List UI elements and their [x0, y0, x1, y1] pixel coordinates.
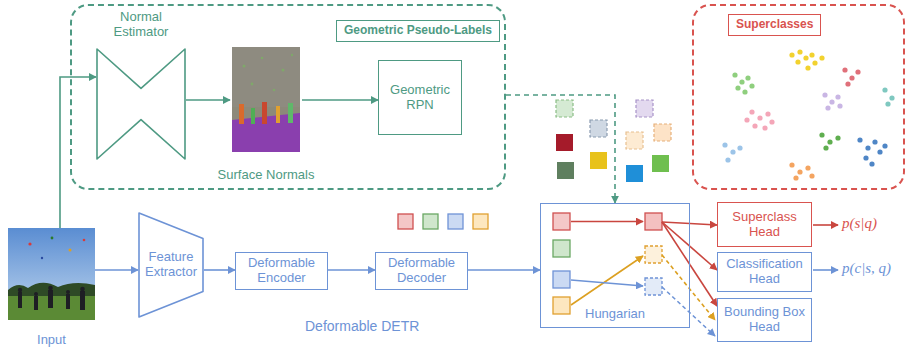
surface-normals-image: [232, 47, 300, 152]
process-box: Deformable Decoder: [375, 252, 468, 290]
connector-arrow: [690, 246, 717, 270]
node-label: Input: [37, 333, 66, 348]
tsne-scatter: [722, 49, 894, 180]
process-box: Geometric RPN: [378, 60, 462, 135]
node-label: Bounding Box Head: [724, 305, 805, 335]
connector-arrow: [186, 99, 230, 101]
connector-arrow: [468, 269, 540, 271]
title-row: Superclasses: [694, 14, 903, 36]
connector-arrow: [690, 224, 717, 226]
node-label: Deformable Encoder: [242, 256, 321, 286]
connector-arrow: [690, 265, 717, 306]
hourglass-shape: [96, 48, 186, 160]
feature-extractor: Feature Extractor: [138, 212, 204, 318]
head-box: Bounding Box Head: [717, 298, 812, 342]
head-box: Classification Head: [717, 252, 812, 292]
process-box: Deformable Encoder: [235, 252, 328, 290]
image-panel: Input: [8, 228, 95, 348]
input-photo: [8, 228, 95, 320]
matching-arrows: [571, 222, 838, 337]
node-label: Superclass Head: [724, 210, 805, 240]
query-squares: [398, 214, 488, 229]
output-formula: p(s|q): [842, 215, 877, 232]
matching-box: Hungarian: [540, 203, 690, 328]
region-panel: Geometric Pseudo-Labels Normal EstimatorS…: [70, 4, 506, 190]
pseudo-label-squares: [556, 100, 671, 182]
node-label: Normal Estimator: [96, 10, 186, 40]
region-panel: Superclasses: [692, 4, 905, 190]
connector-arrow: [204, 269, 235, 271]
node-label: Geometric RPN: [385, 83, 455, 113]
node-label: Geometric Pseudo-Labels: [336, 20, 500, 42]
connector-arrow: [302, 99, 378, 101]
node-label: Superclasses: [728, 14, 821, 36]
output-formula: p(c|s, q): [842, 260, 891, 277]
node-label: Deformable Decoder: [382, 256, 461, 286]
head-box: Superclass Head: [717, 202, 812, 247]
node-label: Surface Normals: [218, 168, 315, 183]
normal-estimator: Normal Estimator: [96, 10, 186, 160]
connector-arrow: [506, 95, 615, 203]
connector-arrow: [95, 269, 138, 271]
node-label: Hungarian: [585, 307, 645, 322]
image-panel: Surface Normals: [230, 47, 302, 183]
matching-squares: [553, 213, 662, 314]
hourglass-outline: [97, 49, 185, 159]
node-label: Classification Head: [724, 257, 805, 287]
connector-arrow: [60, 77, 96, 228]
node-label: Feature Extractor: [138, 250, 204, 280]
group-label: Deformable DETR: [305, 318, 419, 334]
connector-arrow: [328, 269, 375, 271]
trapezoid-outline: [139, 213, 203, 317]
